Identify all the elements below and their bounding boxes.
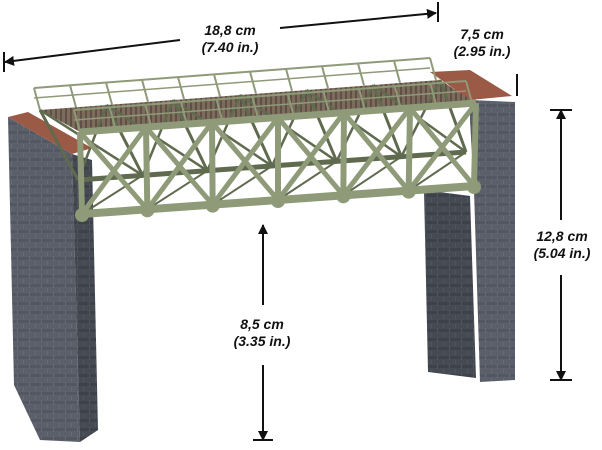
lateral-bracing (212, 165, 273, 206)
total-height-imperial: (5.04 in.) (533, 245, 591, 261)
front-railing-post (286, 93, 295, 117)
length-dimension-label: 18,8 cm (7.40 in.) (185, 22, 275, 56)
front-railing-post (465, 80, 473, 104)
front-vertical-member (209, 122, 216, 205)
front-railing-post (179, 101, 188, 125)
gusset-plate (401, 184, 416, 199)
back-railing-mid-rail (33, 67, 431, 99)
lateral-bracing (408, 151, 467, 192)
length-arrow (3, 2, 439, 72)
gusset-plate (467, 180, 481, 194)
gusset-plate (140, 203, 155, 218)
back-railing-post (33, 87, 41, 111)
front-railing-post (251, 96, 260, 120)
gusset-plate (205, 198, 220, 213)
back-railing-post (249, 71, 257, 94)
front-vertical-member (143, 127, 151, 210)
back-railing-post (357, 63, 365, 86)
lateral-bracing (81, 174, 144, 215)
back-railing-post (393, 60, 401, 83)
front-vertical-member (405, 107, 413, 191)
front-vertical-member (77, 131, 85, 215)
front-railing-top-rail (73, 80, 467, 111)
front-railing-post (429, 83, 438, 106)
front-railing-post (215, 99, 224, 122)
back-railing-post (105, 82, 113, 105)
front-diagonal-member (145, 120, 215, 211)
front-railing-post (322, 91, 331, 114)
back-railing-post (141, 79, 149, 103)
front-diagonal-member (276, 111, 346, 202)
width-dimension-label: 7,5 cm (2.95 in.) (444, 26, 520, 60)
truss-bridge (33, 57, 481, 222)
front-vertical-member (340, 112, 347, 196)
gusset-plate (271, 194, 285, 208)
width-metric: 7,5 cm (460, 26, 504, 42)
back-railing-post (321, 65, 329, 89)
total-height-arrow (550, 109, 572, 381)
gusset-plate (336, 189, 351, 204)
right-pier (424, 70, 515, 382)
back-railing-post (69, 85, 77, 108)
back-railing-post (429, 57, 437, 81)
length-imperial: (7.40 in.) (201, 39, 259, 55)
front-railing-post (393, 86, 402, 109)
gusset-plate (75, 208, 89, 222)
front-railing-post (108, 107, 117, 130)
lateral-bracing (277, 160, 338, 201)
clearance-height-imperial: (3.35 in.) (233, 333, 291, 349)
back-vertical-member (38, 109, 80, 181)
back-railing-top-rail (33, 57, 431, 89)
front-railing-post (358, 88, 367, 112)
width-imperial: (2.95 in.) (453, 43, 511, 59)
back-railing-post (213, 74, 221, 97)
left-pier (8, 112, 98, 442)
clearance-height-metric: 8,5 cm (240, 316, 284, 332)
lateral-bracing (342, 155, 402, 197)
back-railing-post (177, 76, 185, 100)
front-diagonal-member (406, 101, 478, 193)
front-railing-post (73, 109, 81, 133)
length-metric: 18,8 cm (204, 22, 256, 38)
clearance-height-dimension-label: 8,5 cm (3.35 in.) (222, 316, 302, 350)
back-railing-post (285, 68, 293, 92)
front-diagonal-member (210, 116, 281, 207)
front-railing-post (144, 104, 153, 127)
front-vertical-member (471, 102, 479, 187)
lateral-bracing (146, 169, 208, 211)
total-height-dimension-label: 12,8 cm (5.04 in.) (524, 228, 600, 262)
front-railing-mid-rail (73, 90, 467, 121)
total-height-metric: 12,8 cm (536, 228, 588, 244)
clearance-height-arrow (253, 224, 273, 441)
front-diagonal-member (341, 106, 412, 197)
front-diagonal-member (79, 125, 149, 216)
